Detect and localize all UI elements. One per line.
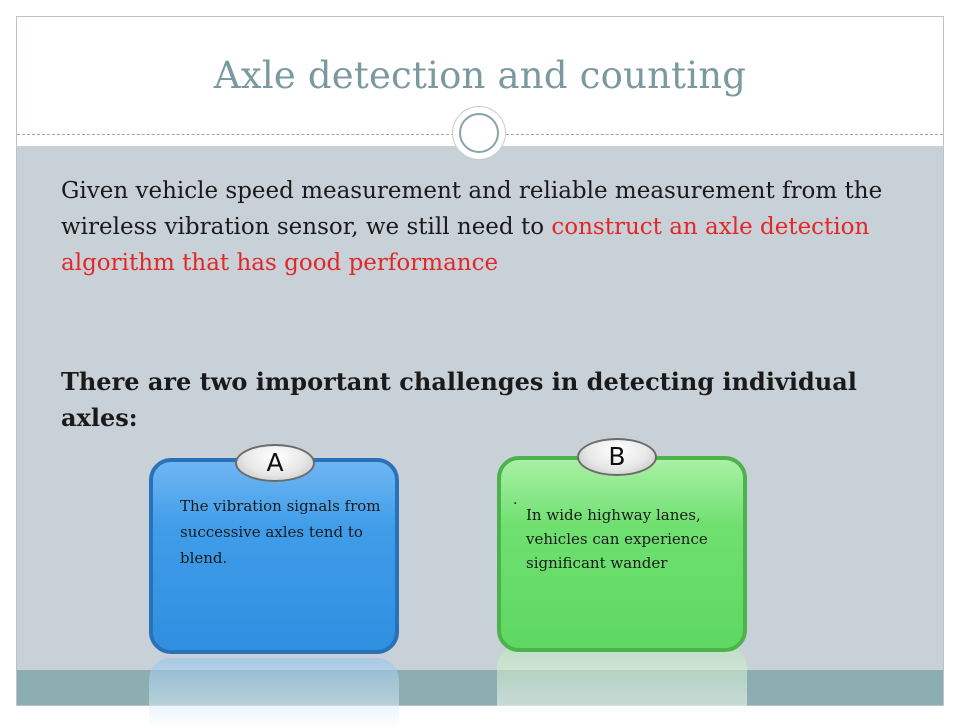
ring-ornament-icon [453, 107, 505, 159]
badge-a: A [235, 444, 315, 482]
card-b-reflection [497, 645, 747, 715]
intro-text: Given vehicle speed measurement and reli… [61, 178, 883, 240]
card-a-text: The vibration signals from successive ax… [180, 497, 381, 567]
badge-b: B [577, 438, 657, 476]
challenge-card-b [497, 456, 747, 652]
intro-highlight: construct an axle detection algorithm th… [61, 214, 870, 276]
intro-paragraph: Given vehicle speed measurement and reli… [61, 173, 891, 281]
slide-title: Axle detection and counting [213, 54, 747, 97]
card-b-text: In wide highway lanes, vehicles can expe… [526, 506, 708, 572]
challenge-heading: There are two important challenges in de… [61, 367, 857, 432]
card-a-reflection [149, 658, 399, 728]
card-b-bullet: · [513, 496, 518, 512]
